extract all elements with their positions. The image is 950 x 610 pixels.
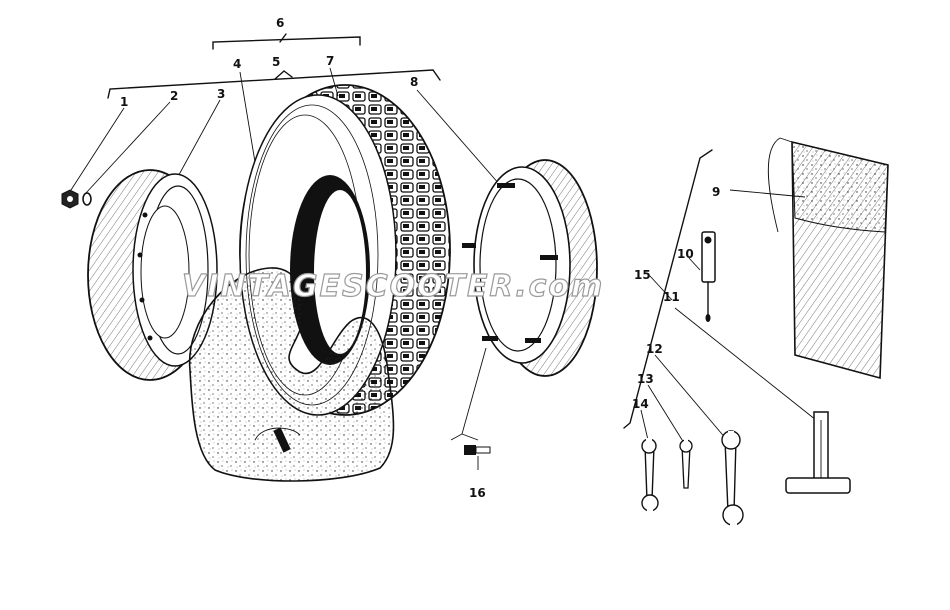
callout-7: 7 xyxy=(326,54,334,68)
small-spanner-part-13 xyxy=(679,439,693,489)
callout-14: 14 xyxy=(632,397,649,411)
open-spanner-part-12 xyxy=(721,430,744,526)
medium-spanner-part-14 xyxy=(641,438,659,513)
callout-5: 5 xyxy=(272,55,280,69)
callout-12: 12 xyxy=(646,342,663,356)
callout-16: 16 xyxy=(469,486,486,500)
callout-8: 8 xyxy=(410,75,418,89)
callout-13: 13 xyxy=(637,372,654,386)
rim-studs xyxy=(462,183,558,343)
callout-1: 1 xyxy=(120,95,128,109)
t-spanner-part-11 xyxy=(785,411,851,494)
callout-11: 11 xyxy=(663,290,680,304)
plug-spanner-part-10 xyxy=(701,231,716,322)
left-rim-half-part-3 xyxy=(87,169,218,381)
right-rim-half-part-8 xyxy=(462,159,598,377)
watermark-text: VINTAGESCOOTER.com xyxy=(182,269,604,304)
group-brackets xyxy=(107,33,713,429)
callout-6: 6 xyxy=(276,16,284,30)
leader-lines xyxy=(70,67,817,470)
tool-bag-part-9 xyxy=(767,137,889,380)
callout-3: 3 xyxy=(217,87,225,101)
washer-part-2 xyxy=(82,192,92,206)
callout-15: 15 xyxy=(634,268,651,282)
callout-9: 9 xyxy=(712,185,720,199)
callout-4: 4 xyxy=(233,57,241,71)
callout-2: 2 xyxy=(170,89,178,103)
inner-tube-part-4 xyxy=(188,267,395,482)
nut-part-1 xyxy=(61,189,79,209)
callout-10: 10 xyxy=(677,247,694,261)
callout-labels: 1 2 3 4 5 6 7 8 9 10 11 12 13 14 15 16 xyxy=(120,16,720,500)
stud-part-16 xyxy=(464,445,491,455)
